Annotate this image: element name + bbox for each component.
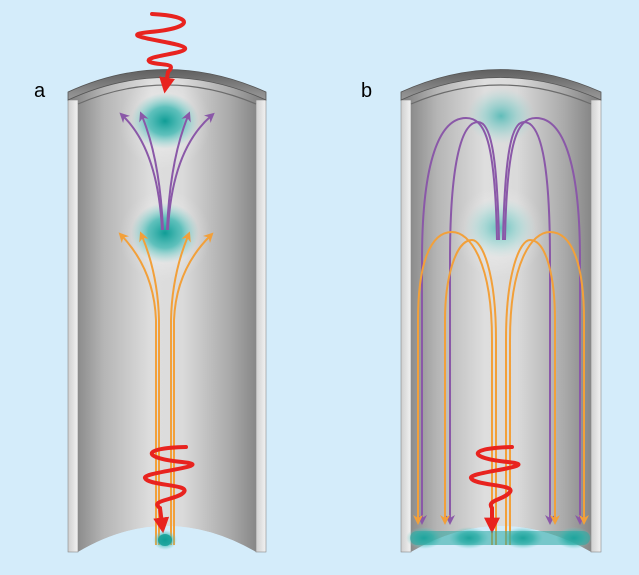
photon-a-top-wavy-arrow-icon <box>135 12 188 94</box>
violet-paths-b <box>417 116 585 525</box>
panel-label-a: a <box>34 80 46 102</box>
detector-band-b <box>406 527 592 549</box>
orange-paths-b <box>413 230 589 545</box>
emission-spot-b-top <box>467 88 535 144</box>
photon-b-bottom-wavy-arrow-icon <box>468 445 521 534</box>
emission-spot-a-mid <box>131 203 199 263</box>
panel-label-b: b <box>361 80 373 102</box>
tube-a-right-wall <box>255 99 267 553</box>
tube-a-left-wall <box>67 99 79 553</box>
orange-paths-a <box>118 231 214 545</box>
violet-paths-a <box>119 111 215 231</box>
tube-b-right-wall <box>590 99 602 553</box>
photon-a-bottom-wavy-arrow-icon <box>142 445 195 534</box>
tube-b-left-wall <box>400 99 412 553</box>
tube-b-rim <box>400 69 602 101</box>
panel-b <box>400 69 602 553</box>
tube-b-body <box>401 77 601 552</box>
emission-spot-b-mid <box>464 198 536 258</box>
panel-a <box>67 12 267 553</box>
tube-a-body <box>68 77 266 552</box>
tube-a-rim <box>67 69 267 101</box>
